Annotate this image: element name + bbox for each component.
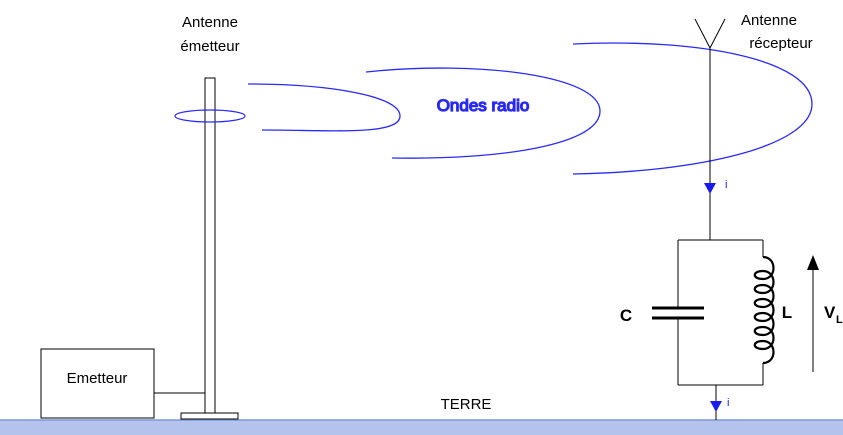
current-arrow-bottom: i [710, 397, 729, 412]
rx-antenna-label-2: récepteur [749, 35, 812, 52]
receiver-antenna [694, 18, 726, 240]
inductor-coil [753, 255, 775, 365]
current-label-bottom: i [727, 397, 729, 409]
emitter: Emetteur [40, 348, 205, 419]
current-label-top: i [725, 179, 727, 191]
voltage-subscript: L [836, 314, 843, 326]
capacitor-label: C [620, 306, 632, 325]
mast [204, 77, 216, 414]
down-arrow-icon [710, 401, 722, 412]
antenna-ring-front [174, 115, 246, 123]
emitter-box [40, 348, 155, 419]
wave-front-3 [572, 42, 813, 175]
rx-antenna-label-1: Antenne [741, 12, 797, 29]
down-arrow-icon [704, 183, 716, 194]
antenna-ring-back [174, 109, 246, 117]
rx-antenna-right-arm [709, 18, 726, 49]
ground-band [0, 420, 843, 435]
wave-front-2 [365, 67, 601, 159]
ground [0, 419, 843, 435]
tx-antenna-label-2: émetteur [180, 38, 239, 55]
current-arrow-top: i [704, 179, 727, 194]
voltage-arrow: V L [807, 255, 843, 372]
wave-front-1 [247, 83, 401, 132]
up-arrow-icon [807, 255, 819, 270]
emitter-label: Emetteur [67, 370, 128, 387]
inductor-label: L [782, 303, 792, 322]
rx-antenna-left-arm [694, 18, 711, 49]
transmitter-antenna: Antenne émetteur [174, 14, 246, 420]
lc-circuit [652, 239, 775, 420]
voltage-label: V [824, 303, 836, 322]
ground-label: TERRE [441, 396, 492, 413]
radio-waves: Ondes radio [247, 42, 813, 175]
tx-antenna-label-1: Antenne [182, 14, 238, 31]
mast-base-plate [180, 412, 239, 420]
waves-label: Ondes radio [437, 96, 530, 115]
